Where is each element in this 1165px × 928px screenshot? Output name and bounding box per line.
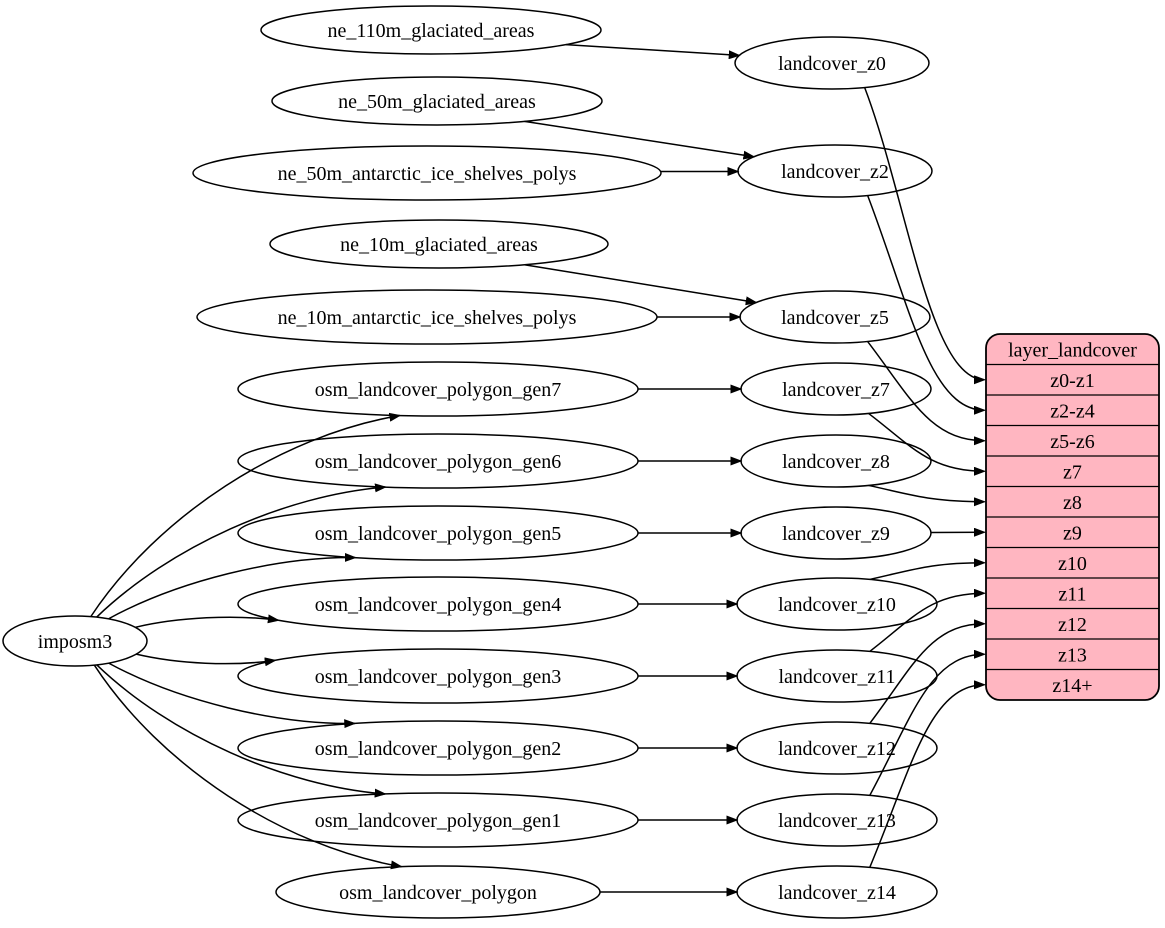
node-label: landcover_z14 xyxy=(778,882,896,904)
node-label: osm_landcover_polygon_gen1 xyxy=(315,810,562,832)
node-label: osm_landcover_polygon_gen2 xyxy=(315,738,562,760)
node-osm_landcover_polygon_gen7: osm_landcover_polygon_gen7 xyxy=(238,362,638,416)
node-ne_10m_antarctic_ice_shelves_polys: ne_10m_antarctic_ice_shelves_polys xyxy=(197,290,657,344)
record-row-z9: z9 xyxy=(1063,522,1082,544)
record-row-z10: z10 xyxy=(1058,553,1087,575)
node-osm_landcover_polygon_gen5: osm_landcover_polygon_gen5 xyxy=(238,506,638,560)
node-landcover_z5: landcover_z5 xyxy=(740,291,930,343)
node-label: ne_10m_glaciated_areas xyxy=(340,234,538,256)
node-label: landcover_z0 xyxy=(778,53,886,75)
node-osm_landcover_polygon: osm_landcover_polygon xyxy=(276,866,600,918)
node-ne_50m_glaciated_areas: ne_50m_glaciated_areas xyxy=(272,77,602,125)
node-label: landcover_z2 xyxy=(781,161,889,183)
record-row-z11: z11 xyxy=(1058,583,1086,605)
node-landcover_z13: landcover_z13 xyxy=(737,794,937,846)
node-landcover_z14: landcover_z14 xyxy=(737,866,937,918)
record-title: layer_landcover xyxy=(1008,339,1137,361)
node-osm_landcover_polygon_gen2: osm_landcover_polygon_gen2 xyxy=(238,721,638,775)
node-label: landcover_z12 xyxy=(778,738,896,760)
record-row-z0-z1: z0-z1 xyxy=(1050,370,1094,392)
node-label: landcover_z13 xyxy=(778,810,896,832)
node-label: landcover_z11 xyxy=(779,666,896,688)
node-label: ne_50m_antarctic_ice_shelves_polys xyxy=(278,163,577,185)
node-label: osm_landcover_polygon_gen6 xyxy=(315,451,562,473)
node-label: osm_landcover_polygon_gen4 xyxy=(315,594,562,616)
node-label: landcover_z5 xyxy=(781,307,889,329)
record-row-z14+: z14+ xyxy=(1052,675,1092,697)
node-label: ne_110m_glaciated_areas xyxy=(328,20,535,42)
node-label: osm_landcover_polygon xyxy=(339,882,537,904)
record-row-z12: z12 xyxy=(1058,614,1087,636)
node-imposm3: imposm3 xyxy=(3,616,147,666)
node-osm_landcover_polygon_gen6: osm_landcover_polygon_gen6 xyxy=(238,434,638,488)
edge-ne_110m_glaciated_areas-to-landcover_z0 xyxy=(566,45,740,56)
edge-imposm3-to-osm_landcover_polygon_gen3 xyxy=(136,654,275,664)
node-landcover_z0: landcover_z0 xyxy=(735,37,929,89)
node-osm_landcover_polygon_gen3: osm_landcover_polygon_gen3 xyxy=(238,649,638,703)
node-label: landcover_z9 xyxy=(782,523,890,545)
node-layer_landcover: layer_landcover z0-z1 z2-z4 z5-z6 z7 z8 z9 z10 z… xyxy=(986,334,1159,700)
node-label: landcover_z7 xyxy=(782,379,890,401)
node-landcover_z12: landcover_z12 xyxy=(737,722,937,774)
node-osm_landcover_polygon_gen1: osm_landcover_polygon_gen1 xyxy=(238,793,638,847)
edge-imposm3-to-osm_landcover_polygon_gen4 xyxy=(135,617,278,627)
node-label: osm_landcover_polygon_gen3 xyxy=(315,666,562,688)
node-label: ne_10m_antarctic_ice_shelves_polys xyxy=(278,307,577,329)
edge-landcover_z8-to-z8 xyxy=(869,485,985,501)
record-row-z13: z13 xyxy=(1058,644,1087,666)
node-label: imposm3 xyxy=(38,631,112,653)
node-landcover_z9: landcover_z9 xyxy=(741,507,931,559)
node-landcover_z8: landcover_z8 xyxy=(741,435,931,487)
node-landcover_z2: landcover_z2 xyxy=(738,145,932,197)
node-label: ne_50m_glaciated_areas xyxy=(338,91,536,113)
node-label: landcover_z10 xyxy=(778,594,896,616)
node-ne_50m_antarctic_ice_shelves_polys: ne_50m_antarctic_ice_shelves_polys xyxy=(193,146,661,200)
node-label: osm_landcover_polygon_gen5 xyxy=(315,523,562,545)
node-label: landcover_z8 xyxy=(782,451,890,473)
edge-landcover_z10-to-z10 xyxy=(870,563,985,580)
record-row-z2-z4: z2-z4 xyxy=(1050,400,1094,422)
node-landcover_z11: landcover_z11 xyxy=(737,650,937,702)
node-osm_landcover_polygon_gen4: osm_landcover_polygon_gen4 xyxy=(238,577,638,631)
node-ne_110m_glaciated_areas: ne_110m_glaciated_areas xyxy=(261,6,601,54)
node-label: osm_landcover_polygon_gen7 xyxy=(315,379,562,401)
record-row-z8: z8 xyxy=(1063,492,1082,514)
node-ne_10m_glaciated_areas: ne_10m_glaciated_areas xyxy=(270,220,608,268)
record-row-z7: z7 xyxy=(1063,461,1082,483)
record-row-z5-z6: z5-z6 xyxy=(1050,431,1094,453)
